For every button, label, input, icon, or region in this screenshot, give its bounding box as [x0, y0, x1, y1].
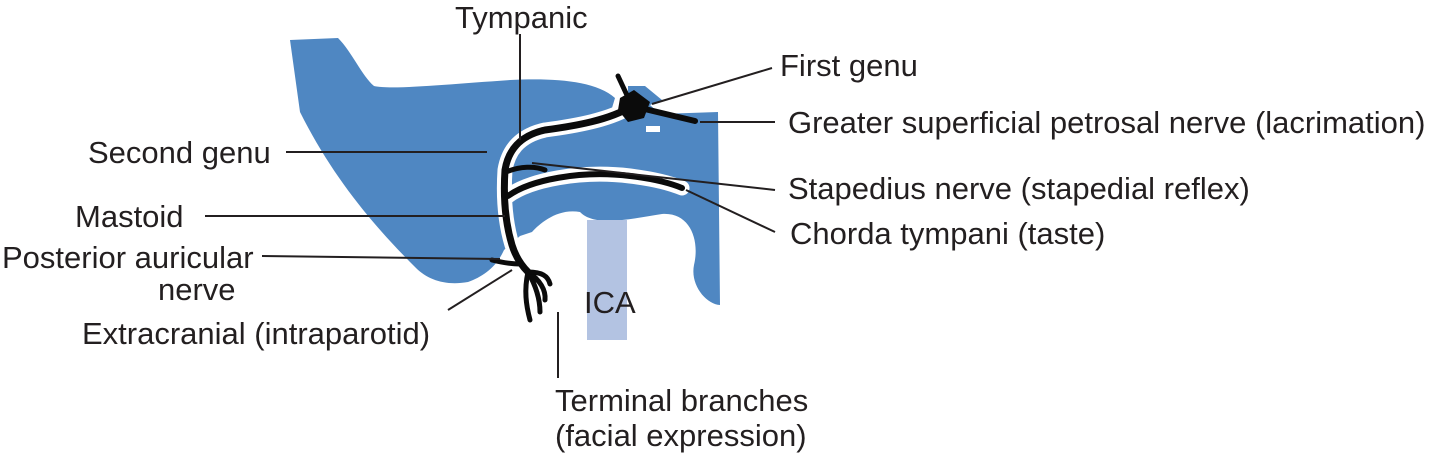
label-terminal-branches: Terminal branches [555, 383, 808, 418]
label-greater-superficial-petrosal-nerve: Greater superficial petrosal nerve (lacr… [788, 105, 1425, 140]
label-first-genu: First genu [780, 48, 918, 83]
label-facial-expression: (facial expression) [555, 418, 807, 453]
first-genu-notch [646, 126, 660, 132]
label-posterior-auricular: Posterior auricular [2, 240, 254, 275]
label-mastoid: Mastoid [75, 199, 184, 234]
label-posterior-auricular-nerve: nerve [158, 272, 236, 307]
label-ica: ICA [584, 285, 636, 320]
label-stapedius-nerve: Stapedius nerve (stapedial reflex) [788, 171, 1250, 206]
label-extracranial: Extracranial (intraparotid) [82, 316, 430, 351]
label-second-genu: Second genu [88, 135, 271, 170]
label-chorda-tympani: Chorda tympani (taste) [790, 216, 1105, 251]
internal-carotid-artery [587, 220, 627, 340]
label-tympanic: Tympanic [455, 0, 588, 35]
geniculate-ganglion [618, 90, 650, 122]
leader-lines [205, 34, 776, 378]
